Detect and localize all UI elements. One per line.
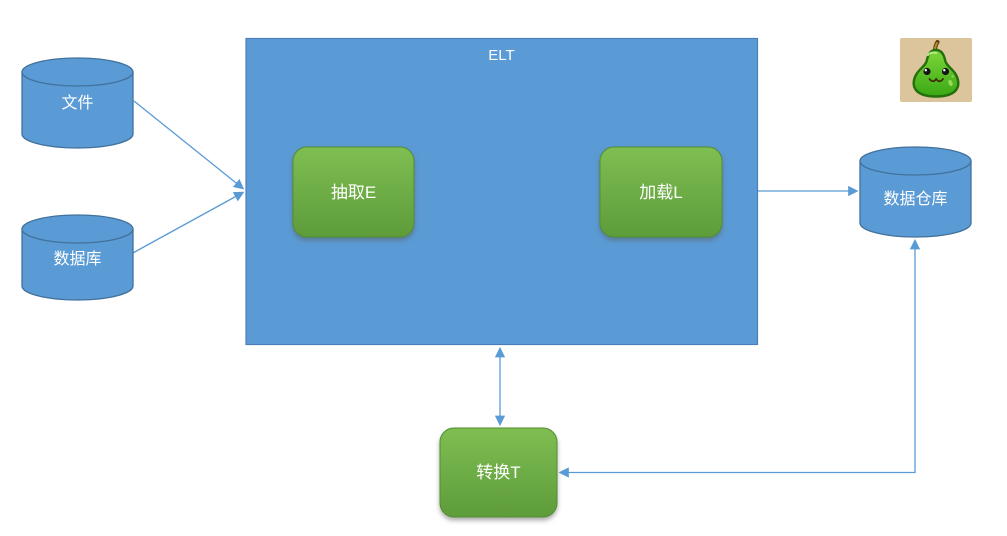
pear-mascot-icon [900,38,972,102]
file-cylinder [21,57,134,149]
connector-database-to-elt [130,191,245,255]
connector-transform-warehouse-bidirectional [558,238,921,478]
transform-node-box [439,427,558,518]
connector-file-to-elt [133,100,245,190]
load-node-box [599,146,723,238]
warehouse-cylinder [859,146,972,238]
database-cylinder [21,214,134,301]
extract-node-box [292,146,415,238]
